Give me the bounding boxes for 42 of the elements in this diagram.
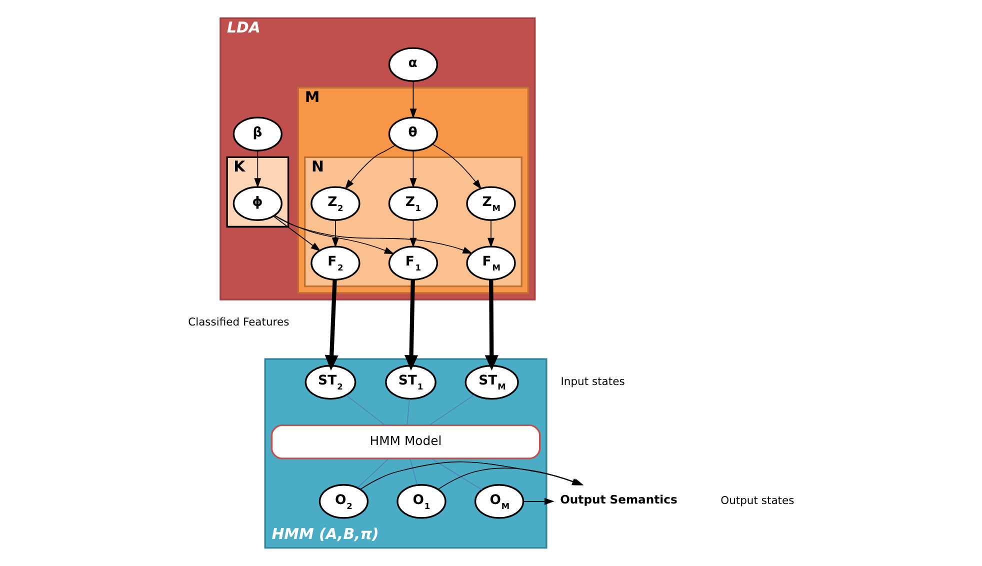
node-ellipse: Z$_{2}$ <box>310 186 360 221</box>
arrow <box>523 498 554 505</box>
label: Input states <box>560 375 625 388</box>
node-ellipse: ST$_{M}$ <box>464 364 519 400</box>
node-ellipse: Z$_{1}$ <box>388 186 438 221</box>
connector <box>428 394 475 426</box>
connector <box>357 458 390 488</box>
connector <box>406 398 410 426</box>
node-ellipse: Z$_{M}$ <box>466 186 516 221</box>
node-ellipse: ϕ <box>232 186 282 221</box>
arrow <box>254 150 262 188</box>
node-text: Output Semantics <box>560 492 678 507</box>
arrow <box>404 280 418 371</box>
arrow <box>484 280 498 371</box>
node-ellipse: ST$_{2}$ <box>304 364 356 400</box>
arrow <box>488 220 494 248</box>
connector <box>430 458 482 490</box>
label: Output states <box>720 494 794 508</box>
connector <box>346 395 386 426</box>
node-ellipse: α <box>388 47 438 82</box>
node-box: HMM Model <box>270 424 541 460</box>
node-ellipse: F$_{2}$ <box>310 246 360 281</box>
arrow <box>410 150 417 188</box>
arrow <box>274 215 473 254</box>
arrow <box>410 220 417 248</box>
arrow <box>432 144 482 190</box>
node-ellipse: F$_{M}$ <box>466 246 516 281</box>
label: Classified Features <box>188 316 290 329</box>
connector <box>410 458 418 486</box>
node-ellipse: O$_{1}$ <box>396 484 446 519</box>
node-ellipse: β <box>232 116 282 152</box>
arrow <box>344 144 396 190</box>
arrow <box>324 280 338 371</box>
node-ellipse: θ <box>388 116 438 152</box>
node-ellipse: F$_{1}$ <box>388 246 438 281</box>
arrow <box>332 220 339 248</box>
node-ellipse: O$_{M}$ <box>474 484 524 519</box>
arrow <box>410 80 417 119</box>
node-ellipse: ST$_{1}$ <box>385 364 436 400</box>
node-ellipse: O$_{2}$ <box>318 484 369 519</box>
arrow <box>273 216 321 252</box>
arrow <box>274 215 394 254</box>
